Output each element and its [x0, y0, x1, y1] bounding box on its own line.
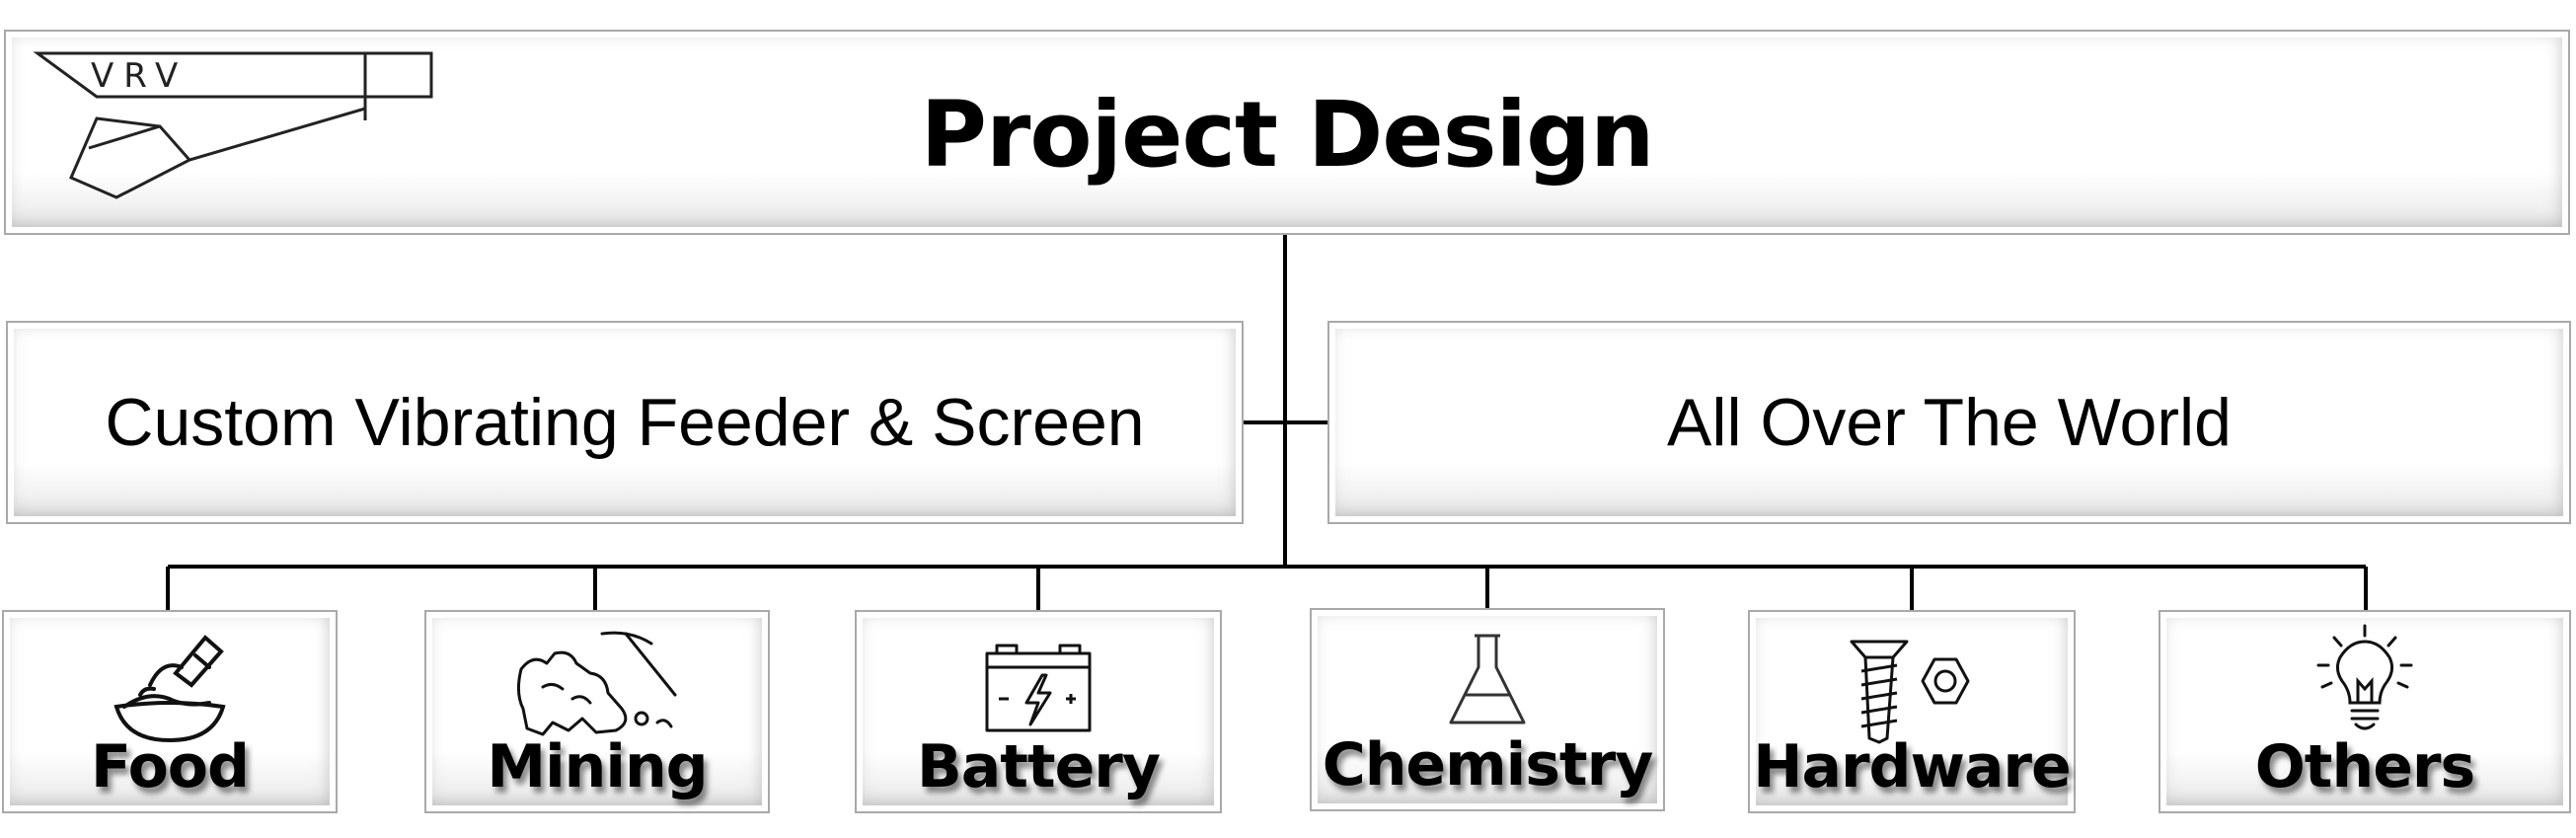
category-label: Others [2254, 732, 2475, 801]
category-food: Food [2, 610, 338, 813]
lightbulb-icon [2316, 624, 2413, 730]
mining-pickaxe-icon [516, 631, 677, 736]
category-hardware: Hardware [1748, 610, 2076, 813]
category-label: Mining [487, 732, 708, 801]
page-title: Project Design [920, 81, 1655, 188]
title-box: VRV Project Design [4, 30, 2570, 235]
coverage-text: All Over The World [1667, 385, 2232, 460]
flask-icon [1449, 634, 1526, 724]
category-chemistry: Chemistry [1310, 608, 1665, 811]
category-label: Chemistry [1322, 730, 1654, 800]
vrv-logo-icon: VRV [33, 51, 433, 199]
food-bowl-icon [114, 635, 226, 743]
logo-text: VRV [91, 56, 188, 96]
category-others: Others [2159, 610, 2571, 813]
category-label: Hardware [1753, 732, 2071, 801]
screw-nut-icon [1850, 640, 1970, 744]
battery-icon [985, 644, 1092, 732]
category-label: Battery [917, 732, 1161, 801]
category-mining: Mining [424, 610, 770, 813]
category-battery: Battery [855, 610, 1222, 813]
service-box: Custom Vibrating Feeder & Screen [6, 321, 1244, 524]
category-label: Food [91, 732, 250, 801]
service-text: Custom Vibrating Feeder & Screen [105, 385, 1145, 460]
coverage-box: All Over The World [1327, 321, 2571, 524]
